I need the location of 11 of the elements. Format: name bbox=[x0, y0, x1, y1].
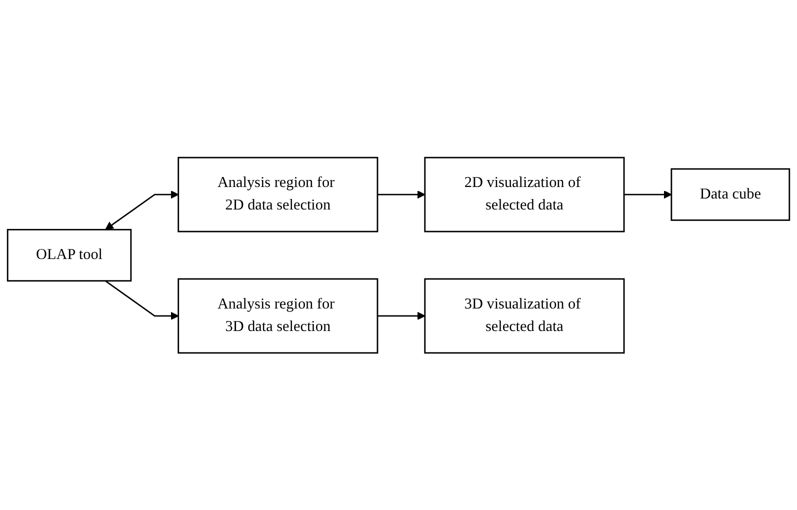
node-box: 2D visualization of selected data bbox=[424, 156, 625, 232]
node-box: 3D visualization of selected data bbox=[424, 278, 625, 354]
node-box: OLAP tool bbox=[6, 228, 132, 282]
node-box: Data cube bbox=[670, 168, 790, 221]
arrow bbox=[624, 190, 672, 198]
arrow bbox=[105, 190, 179, 230]
arrow bbox=[104, 280, 179, 320]
node-box: Analysis region for 2D data selection bbox=[178, 156, 378, 232]
arrow bbox=[377, 312, 426, 320]
arrow bbox=[377, 190, 426, 198]
node-box: Analysis region for 3D data selection bbox=[178, 278, 378, 354]
